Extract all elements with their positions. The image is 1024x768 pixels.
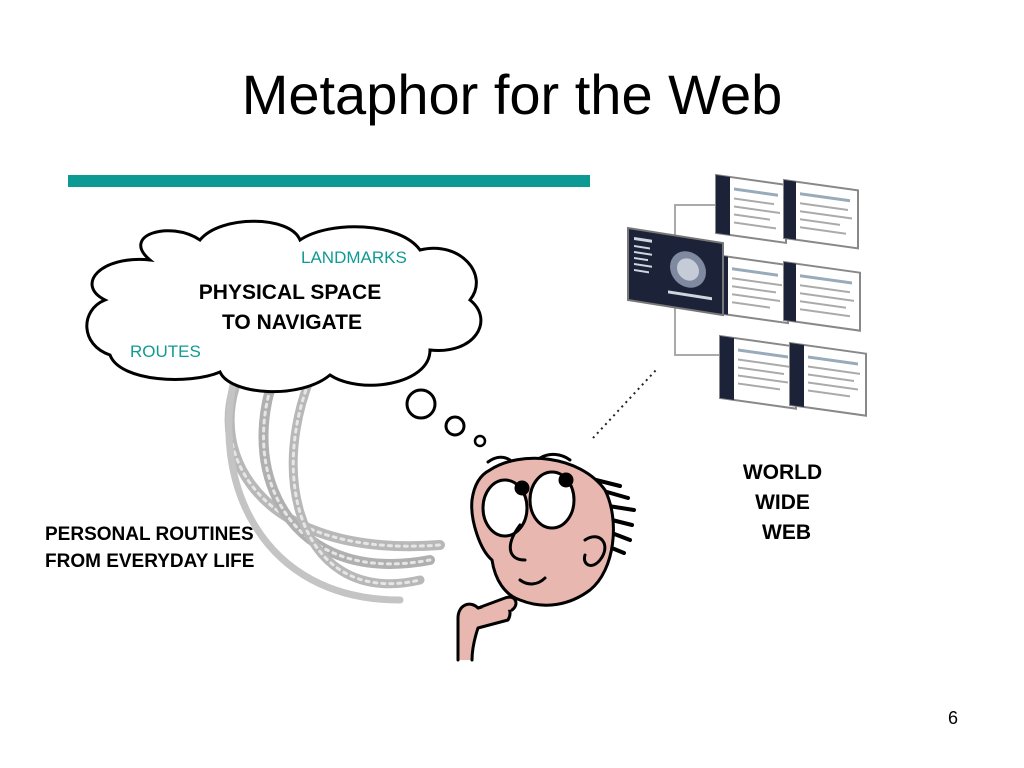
www-line-1: WORLD — [742, 461, 823, 484]
www-line-2: WIDE — [755, 491, 810, 514]
landmarks-label: LANDMARKS — [301, 248, 407, 267]
title-underline-bar — [68, 175, 590, 187]
web-page-thumbnail — [783, 178, 859, 250]
personal-caption-line-1: PERSONAL ROUTINES — [45, 524, 254, 545]
home-page-thumbnail — [627, 226, 724, 317]
slide-title: Metaphor for the Web — [241, 63, 783, 126]
personal-caption-line-2: FROM EVERYDAY LIFE — [45, 551, 255, 572]
thought-cloud — [85, 219, 487, 448]
web-page-thumbnail — [715, 253, 789, 325]
web-page-thumbnail — [715, 173, 787, 244]
thought-main-line-2: TO NAVIGATE — [221, 311, 362, 334]
web-pages-cluster-icon — [627, 173, 867, 417]
thinking-person-illustration — [456, 452, 636, 662]
web-page-thumbnail — [719, 334, 797, 410]
www-line-3: WEB — [762, 521, 811, 544]
routes-label: ROUTES — [130, 342, 201, 361]
web-page-thumbnail — [783, 260, 861, 332]
page-number: 6 — [948, 708, 959, 728]
thought-main-line-1: PHYSICAL SPACE — [198, 281, 382, 304]
dotted-connector — [592, 369, 657, 439]
personal-routines-caption: PERSONAL ROUTINES FROM EVERYDAY LIFE — [45, 521, 254, 575]
world-wide-web-caption: WORLD WIDE WEB — [715, 458, 850, 548]
web-page-thumbnail — [789, 341, 867, 417]
